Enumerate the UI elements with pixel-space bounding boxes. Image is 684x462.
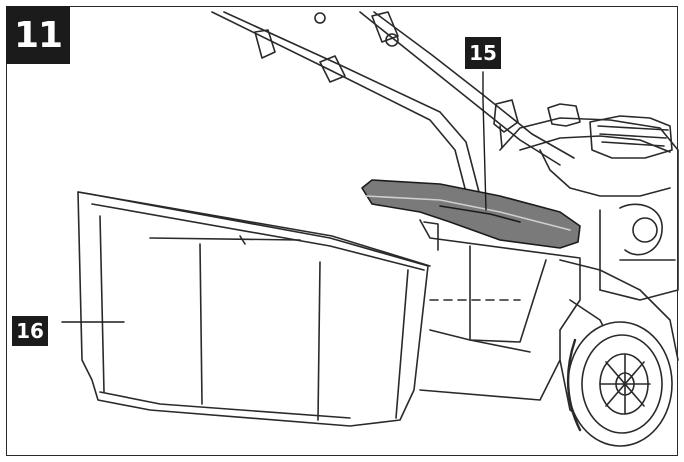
rear-discharge-opening xyxy=(419,219,581,401)
handle-clamps xyxy=(254,11,399,83)
callout-badge-16: 16 xyxy=(12,316,48,346)
grass-catcher-bag xyxy=(77,191,431,427)
callout-badge-15: 15 xyxy=(465,37,501,69)
rear-wheel xyxy=(566,321,673,447)
callout-leaders xyxy=(61,71,487,323)
figure-number-badge: 11 xyxy=(6,6,70,64)
handle-bar-right xyxy=(359,11,575,166)
handle-bar-left xyxy=(211,11,481,201)
bag-mounting-flap xyxy=(361,179,581,249)
engine-housing xyxy=(499,103,679,301)
handle-knob xyxy=(493,99,519,149)
